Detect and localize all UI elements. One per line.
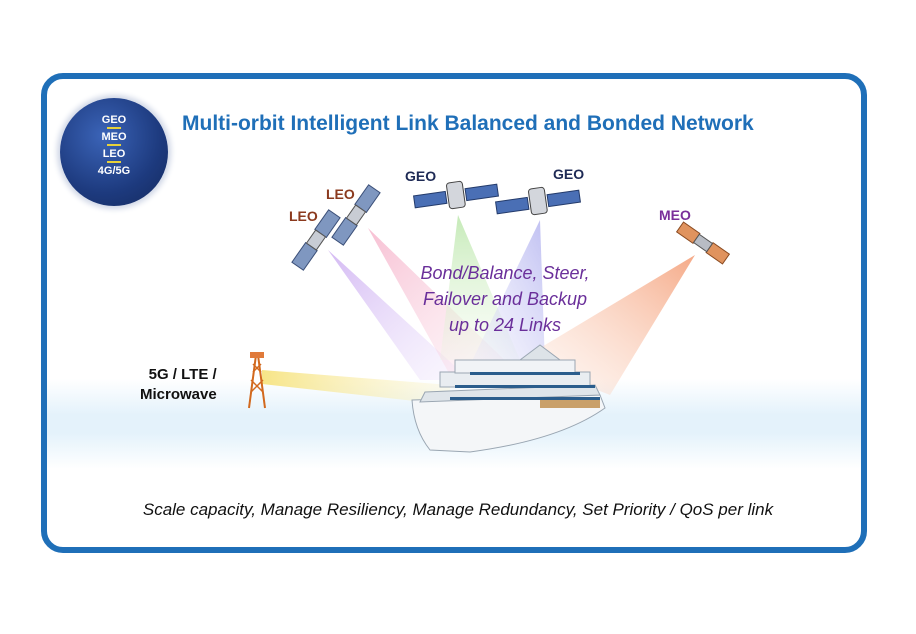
badge-separator: [107, 161, 121, 163]
ground-link-label: 5G / LTE / Microwave: [140, 365, 217, 405]
beam-geo-2: [470, 220, 545, 365]
link-capabilities-text: Bond/Balance, Steer, Failover and Backup…: [395, 260, 615, 338]
beam-leo-1: [328, 250, 470, 380]
badge-level: MEO: [101, 131, 127, 143]
satellite-icon: [291, 209, 341, 271]
satellite-label-geo: GEO: [553, 166, 585, 182]
capability-line: up to 24 Links: [448, 315, 562, 335]
satellite-label-leo: LEO: [326, 186, 355, 202]
satellite-icon: [675, 221, 731, 265]
orbit-badge: GEO MEO LEO 4G/5G: [60, 98, 168, 206]
cruise-ship-icon: [411, 344, 606, 453]
footer-caption: Scale capacity, Manage Resiliency, Manag…: [142, 500, 774, 519]
badge-level: LEO: [102, 148, 126, 160]
badge-level: 4G/5G: [97, 165, 131, 177]
badge-level: GEO: [101, 114, 127, 126]
badge-separator: [107, 127, 121, 129]
satellite-label-meo: MEO: [659, 207, 691, 223]
ground-label-line: 5G / LTE /: [148, 366, 217, 383]
satellite-icon: [413, 180, 499, 210]
capability-line: Bond/Balance, Steer,: [420, 263, 590, 283]
satellite-icon: [495, 186, 581, 216]
beam-ground: [262, 370, 450, 405]
badge-separator: [107, 144, 121, 146]
ground-label-line: Microwave: [140, 386, 217, 403]
satellite-label-leo: LEO: [289, 208, 318, 224]
diagram-title: Multi-orbit Intelligent Link Balanced an…: [182, 112, 754, 135]
capability-line: Failover and Backup: [422, 289, 588, 309]
satellite-label-geo: GEO: [405, 168, 437, 184]
satellite-icon: [331, 184, 381, 246]
cell-tower-icon: [248, 352, 266, 409]
